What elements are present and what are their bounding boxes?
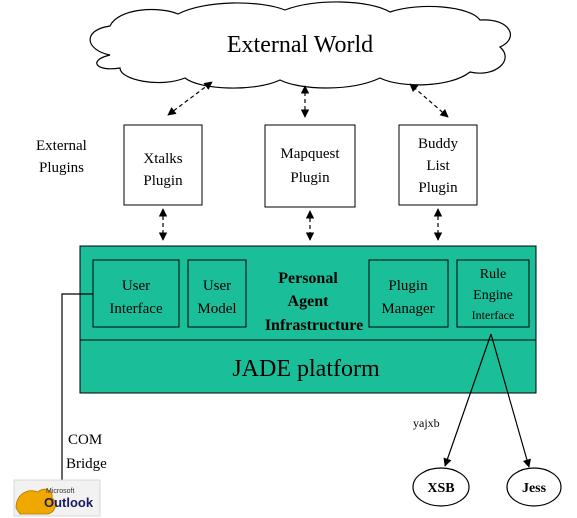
com-bridge-label: COM Bridge [66, 432, 107, 472]
platform-box-user-model: User Model [187, 259, 247, 328]
svg-text:COM: COM [68, 432, 102, 448]
xsb-node: XSB [412, 467, 470, 507]
svg-text:List: List [426, 158, 450, 174]
svg-text:Plugin: Plugin [143, 173, 183, 189]
jade-platform-label: JADE platform [232, 356, 380, 382]
svg-text:User: User [203, 278, 231, 294]
personal-agent-infrastructure-label: Personal Agent Infrastructure [265, 270, 363, 334]
arrow-cloud-xtalks [167, 81, 213, 116]
svg-text:Agent: Agent [288, 293, 330, 310]
svg-text:Microsoft: Microsoft [46, 488, 74, 495]
svg-text:Interface: Interface [472, 308, 515, 322]
jade-platform [79, 339, 537, 394]
svg-text:Manager: Manager [381, 301, 434, 317]
svg-text:Bridge: Bridge [66, 456, 107, 472]
svg-text:Xtalks: Xtalks [143, 151, 182, 167]
platform-box-user-interface: User Interface [92, 259, 180, 328]
external-world-cloud: External World [89, 1, 511, 89]
svg-text:Outlook: Outlook [44, 495, 94, 510]
svg-text:Plugin: Plugin [418, 180, 458, 196]
outlook-logo: Microsoft Outlook [13, 479, 101, 517]
jess-node: Jess [506, 467, 562, 507]
svg-text:Plugin: Plugin [388, 278, 428, 294]
svg-text:Rule: Rule [480, 267, 506, 282]
svg-text:External: External [36, 138, 87, 154]
arrow-ui-outlook [57, 293, 93, 489]
svg-text:Engine: Engine [473, 288, 513, 303]
arrow-rule-jess [490, 333, 531, 468]
platform-box-rule-engine-interface: Rule Engine Interface [456, 259, 530, 328]
arrow-cloud-buddy [409, 83, 449, 118]
svg-text:Model: Model [197, 301, 236, 317]
outlook-key-icon [15, 488, 56, 515]
plugin-xtalks: Xtalks Plugin [123, 124, 203, 206]
plugin-buddy-list: Buddy List Plugin [398, 124, 478, 206]
platform: JADE platform User Interface User Model … [79, 245, 537, 394]
arrow-rule-xsb [443, 333, 492, 467]
platform-box-plugin-manager: Plugin Manager [368, 259, 449, 328]
svg-text:Infrastructure: Infrastructure [265, 317, 363, 334]
svg-text:Plugins: Plugins [39, 160, 84, 176]
svg-text:User: User [122, 278, 150, 294]
svg-text:XSB: XSB [427, 481, 454, 496]
svg-text:Buddy: Buddy [418, 136, 459, 152]
external-world-label: External World [227, 32, 373, 58]
plugin-mapquest: Mapquest Plugin [264, 124, 356, 208]
svg-text:Mapquest: Mapquest [280, 146, 340, 162]
svg-text:Interface: Interface [109, 301, 163, 317]
yajxb-label: yajxb [413, 416, 440, 430]
svg-text:Jess: Jess [522, 481, 547, 496]
svg-text:Plugin: Plugin [290, 170, 330, 186]
svg-text:Personal: Personal [278, 270, 338, 287]
external-plugins-label: External Plugins [36, 138, 87, 176]
